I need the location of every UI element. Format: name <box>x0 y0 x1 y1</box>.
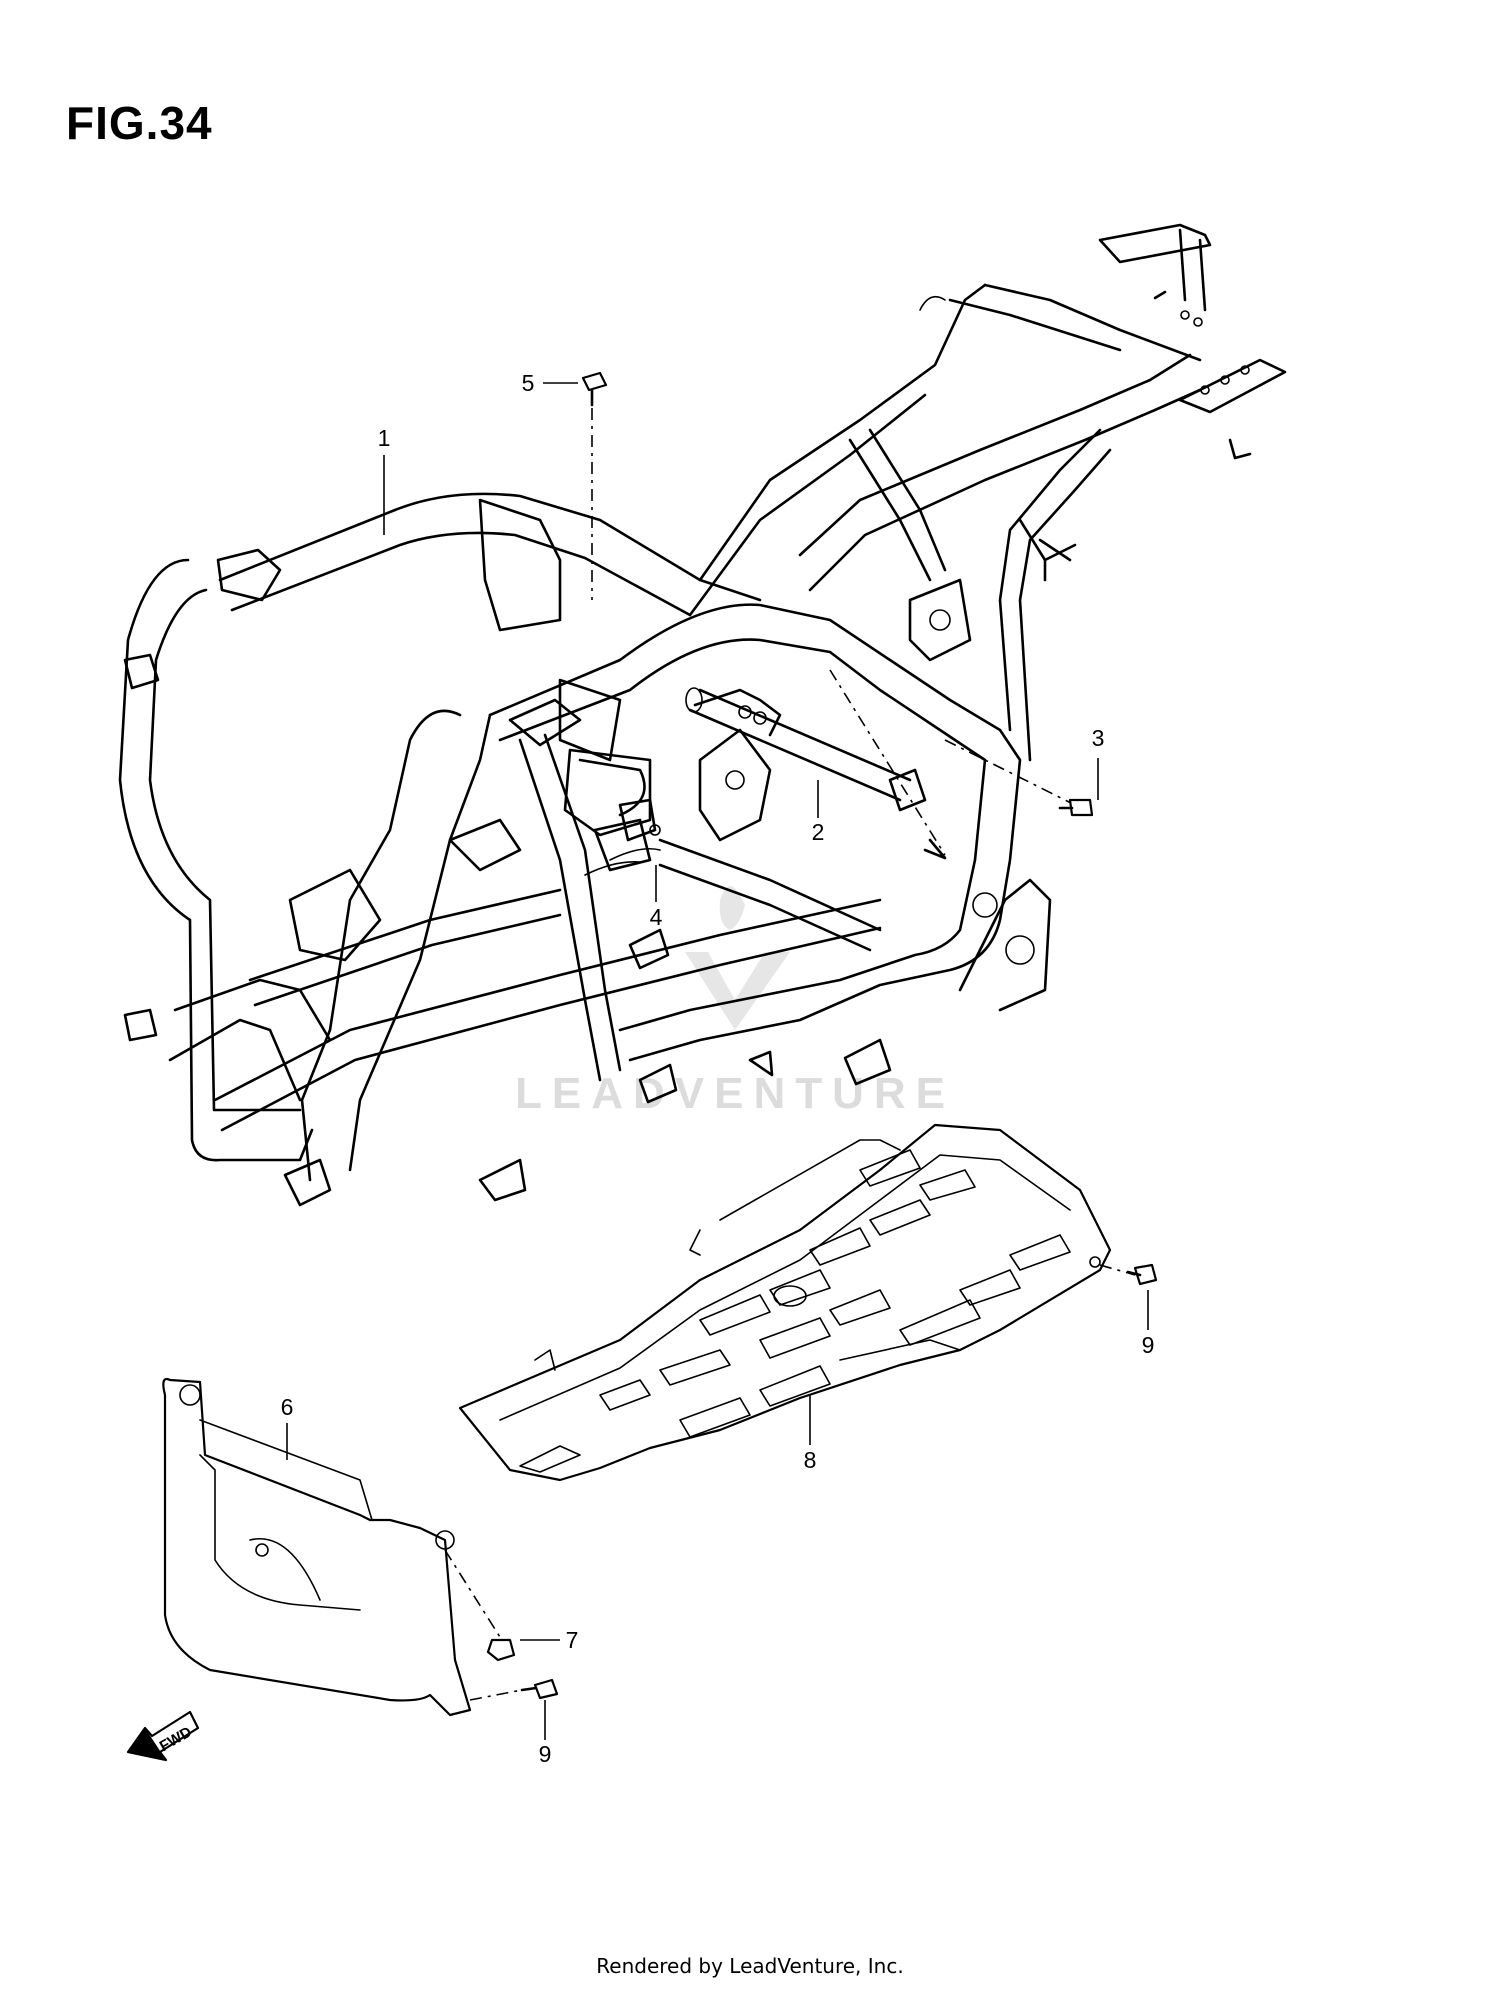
bolt-part-3[interactable] <box>944 739 1094 817</box>
bracket-part-4[interactable] <box>618 798 657 842</box>
front-guard[interactable] <box>162 1377 506 1717</box>
frame-assembly[interactable] <box>118 223 1287 1207</box>
callout-3: 3 <box>1092 725 1105 751</box>
callout-leaders <box>286 382 1149 1740</box>
callout-8: 8 <box>804 1447 817 1473</box>
figure-title: FIG.34 <box>66 97 213 149</box>
callout-1: 1 <box>378 425 391 451</box>
footer-credit: Rendered by LeadVenture, Inc. <box>596 1954 904 1978</box>
fwd-arrow-icon: FWD <box>126 1710 200 1762</box>
watermark-flame-icon <box>719 886 745 930</box>
cross-pipe[interactable] <box>685 669 947 860</box>
skid-plate[interactable] <box>458 1123 1136 1482</box>
callout-2: 2 <box>812 819 825 845</box>
watermark-logo-icon <box>685 952 790 1030</box>
callout-9-right: 9 <box>1142 1332 1155 1358</box>
callout-9-front: 9 <box>539 1741 552 1767</box>
callout-7: 7 <box>566 1627 579 1653</box>
callout-4: 4 <box>650 904 663 930</box>
callout-5: 5 <box>522 370 535 396</box>
nut-part-7[interactable] <box>486 1638 516 1662</box>
callout-6: 6 <box>281 1394 294 1420</box>
bolt-part-9-front[interactable] <box>469 1678 559 1701</box>
bolt-part-5[interactable] <box>581 371 608 600</box>
bolt-part-9-right[interactable] <box>1126 1263 1158 1286</box>
watermark: LEADVENTURE <box>515 886 955 1118</box>
watermark-text: LEADVENTURE <box>515 1069 955 1118</box>
callout-labels: 1 2 3 4 5 6 7 8 9 9 <box>281 370 1155 1767</box>
